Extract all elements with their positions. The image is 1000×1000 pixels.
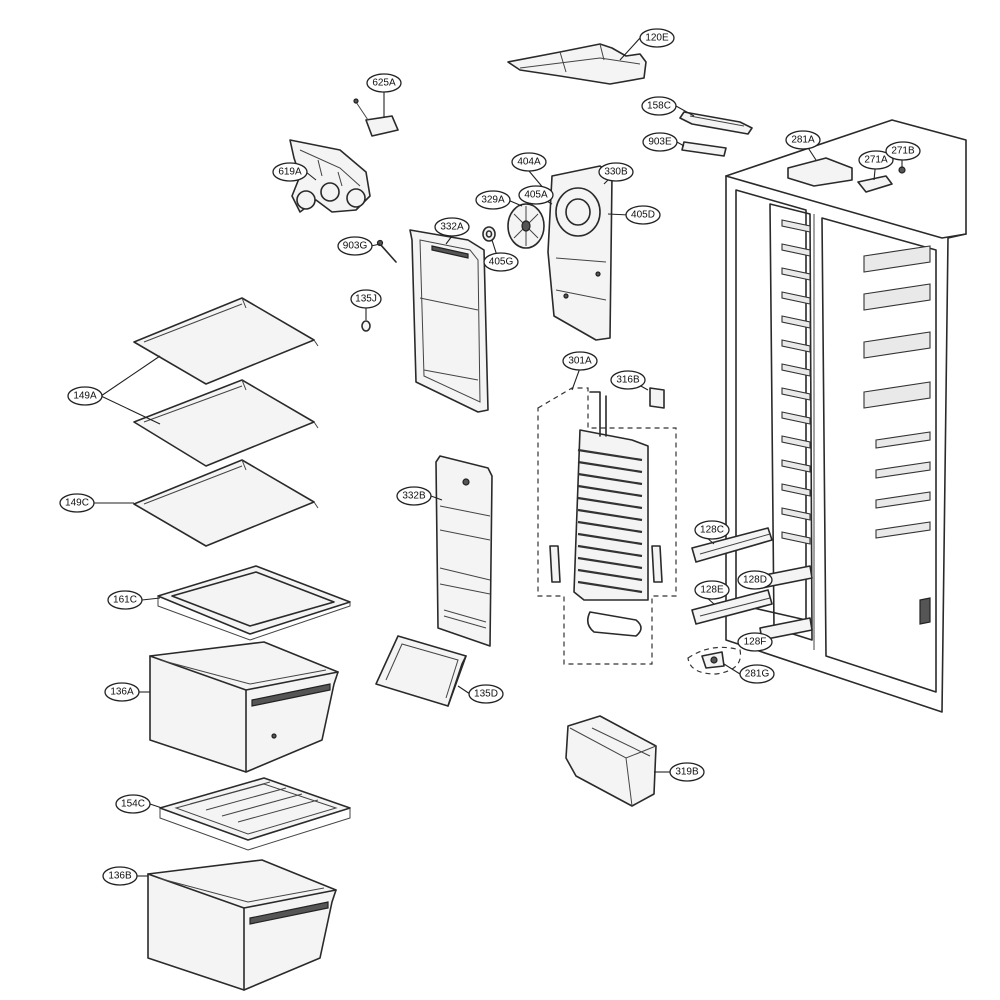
- callout-135j: 135J: [350, 289, 382, 309]
- part-405g-grommet: [482, 226, 496, 242]
- callout-161c: 161C: [107, 590, 143, 610]
- svg-text:281G: 281G: [745, 669, 770, 680]
- svg-text:271A: 271A: [864, 155, 888, 166]
- part-903g-screw: [376, 239, 397, 263]
- svg-text:319B: 319B: [675, 767, 699, 778]
- callout-149c: 149C: [59, 493, 95, 513]
- callout-903e: 903E: [642, 132, 678, 152]
- callout-128e: 128E: [694, 580, 730, 600]
- callout-281a: 281A: [785, 130, 821, 150]
- callout-404a: 404A: [511, 152, 547, 172]
- fresh-food-rails: [863, 245, 931, 539]
- callout-301a: 301A: [562, 351, 598, 371]
- svg-text:903E: 903E: [648, 137, 672, 148]
- callout-158c: 158C: [641, 96, 677, 116]
- part-332b-rear-panel: [435, 455, 493, 647]
- svg-text:128C: 128C: [700, 525, 724, 536]
- callout-120e: 120E: [639, 28, 675, 48]
- svg-text:405A: 405A: [524, 190, 548, 201]
- svg-text:329A: 329A: [481, 195, 505, 206]
- part-329a-fan-blade: [507, 203, 545, 249]
- callout-154c: 154C: [115, 794, 151, 814]
- evaporator-coils: [577, 448, 643, 594]
- svg-text:136B: 136B: [108, 871, 132, 882]
- callout-128c: 128C: [694, 520, 730, 540]
- svg-text:154C: 154C: [121, 799, 145, 810]
- svg-text:149C: 149C: [65, 498, 89, 509]
- svg-text:271B: 271B: [891, 146, 915, 157]
- svg-text:136A: 136A: [110, 687, 134, 698]
- callout-135d: 135D: [468, 684, 504, 704]
- part-271a-hinge-bracket: [857, 175, 893, 193]
- callout-271b: 271B: [885, 141, 921, 161]
- part-135j-bumper: [361, 320, 371, 332]
- part-330b-fan-bracket: [547, 165, 613, 341]
- callout-405d: 405D: [625, 205, 661, 225]
- callout-330b: 330B: [598, 162, 634, 182]
- part-316b-sensor-block: [649, 387, 665, 409]
- svg-text:405G: 405G: [489, 257, 514, 268]
- callout-136b: 136B: [102, 866, 138, 886]
- callout-136a: 136A: [104, 682, 140, 702]
- callout-332b: 332B: [396, 486, 432, 506]
- svg-text:330B: 330B: [604, 167, 628, 178]
- part-149a-shelf-upper: [133, 297, 319, 385]
- callout-903g: 903G: [337, 236, 373, 256]
- svg-text:332B: 332B: [402, 491, 426, 502]
- svg-text:128E: 128E: [700, 585, 724, 596]
- svg-text:158C: 158C: [647, 101, 671, 112]
- part-161c-crisper-frame: [157, 565, 351, 641]
- callout-271a: 271A: [858, 150, 894, 170]
- part-136b-crisper-drawer: [147, 859, 337, 991]
- svg-text:332A: 332A: [440, 222, 464, 233]
- part-128e-slide: [691, 589, 773, 625]
- part-281g-lower-hinge: [687, 646, 742, 675]
- callout-319b: 319B: [669, 762, 705, 782]
- svg-text:135D: 135D: [474, 689, 498, 700]
- callout-128d: 128D: [737, 570, 773, 590]
- callout-316b: 316B: [610, 370, 646, 390]
- callout-619a: 619A: [272, 162, 308, 182]
- part-332a-cover-panel: [409, 229, 489, 413]
- callout-405g: 405G: [483, 252, 519, 272]
- part-301a-evaporator: [537, 387, 677, 665]
- callout-281g: 281G: [739, 664, 775, 684]
- part-154c-crisper-cover: [159, 777, 351, 851]
- svg-text:316B: 316B: [616, 375, 640, 386]
- svg-text:625A: 625A: [372, 78, 396, 89]
- svg-text:135J: 135J: [355, 294, 377, 305]
- svg-text:128D: 128D: [743, 575, 767, 586]
- svg-text:301A: 301A: [568, 356, 592, 367]
- svg-text:619A: 619A: [278, 167, 302, 178]
- svg-text:120E: 120E: [645, 33, 669, 44]
- callout-332a: 332A: [434, 217, 470, 237]
- callout-149a: 149A: [67, 386, 103, 406]
- part-136a-crisper-drawer: [149, 641, 339, 773]
- freezer-rails: [781, 219, 811, 545]
- callout-128f: 128F: [737, 632, 773, 652]
- callout-329a: 329A: [475, 190, 511, 210]
- part-149a-shelf-middle: [133, 379, 319, 467]
- svg-text:128F: 128F: [744, 637, 767, 648]
- part-619a-water-valve: [289, 139, 371, 213]
- svg-text:149A: 149A: [73, 391, 97, 402]
- part-158c-strip: [679, 111, 753, 135]
- refrigerator-cabinet: [725, 119, 967, 713]
- part-120e-duct-cover: [507, 43, 647, 85]
- part-281a-hinge-cover: [787, 157, 853, 187]
- part-149c-shelf: [133, 459, 319, 547]
- part-319b-duct-box: [565, 715, 657, 807]
- svg-text:903G: 903G: [343, 241, 368, 252]
- part-128c-slide: [691, 527, 773, 563]
- svg-text:404A: 404A: [517, 157, 541, 168]
- part-135d-bin: [375, 635, 467, 707]
- callout-625a: 625A: [366, 73, 402, 93]
- svg-text:405D: 405D: [631, 210, 655, 221]
- svg-text:161C: 161C: [113, 595, 137, 606]
- part-903e-pad: [681, 141, 727, 157]
- callout-405a: 405A: [518, 185, 554, 205]
- part-625a-sensor: [353, 98, 399, 137]
- svg-text:281A: 281A: [791, 135, 815, 146]
